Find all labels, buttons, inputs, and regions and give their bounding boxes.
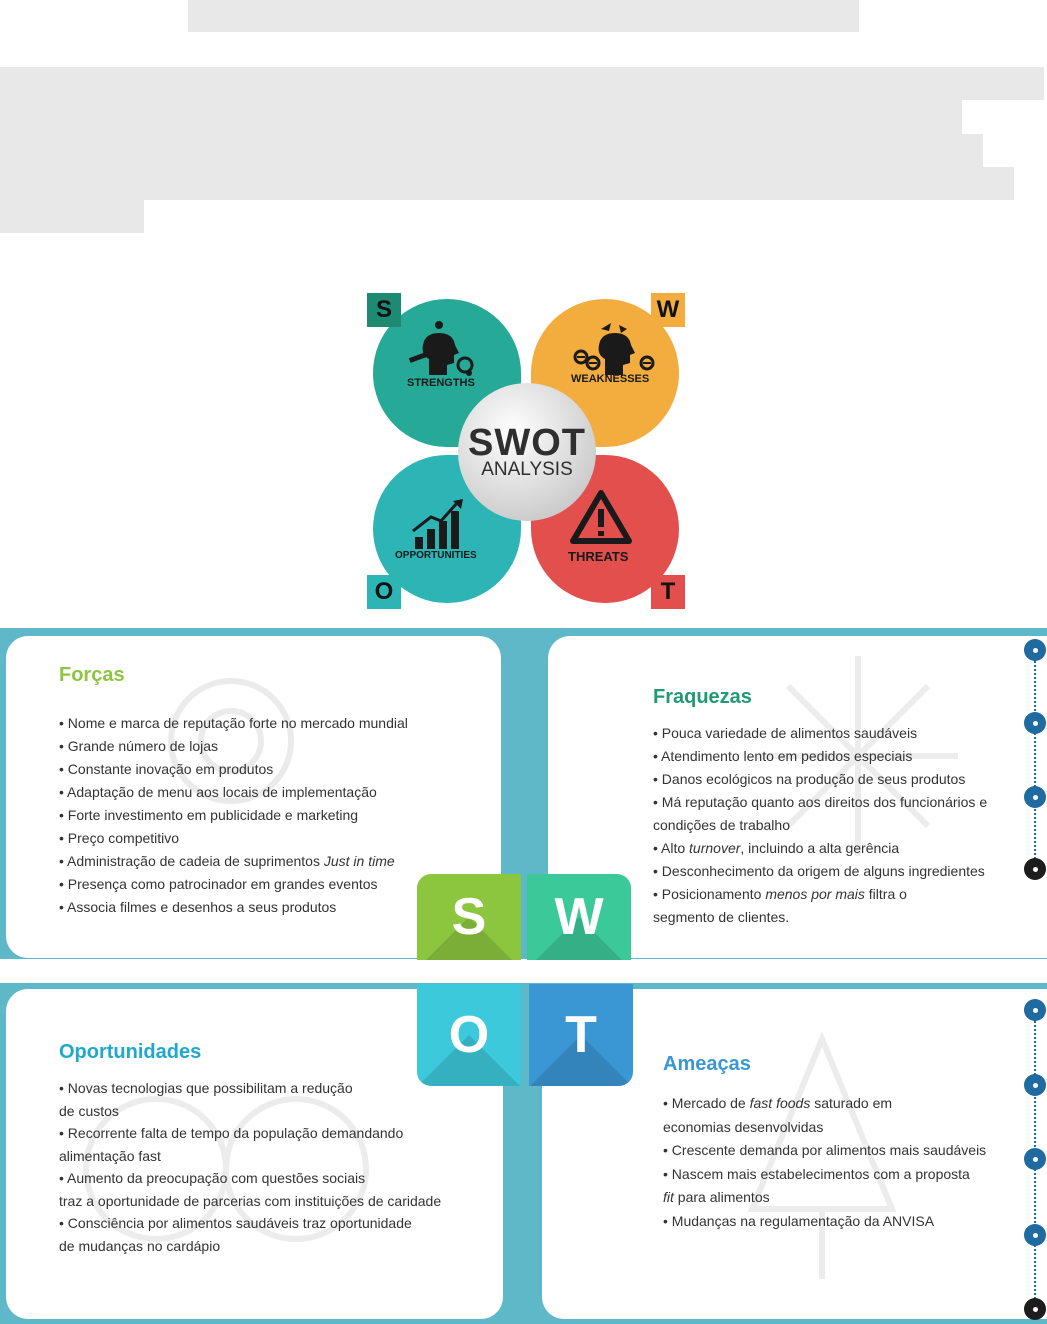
forcas-list: Nome e marca de reputação forte no merca… (59, 712, 408, 919)
list-item: Grande número de lojas (59, 735, 408, 758)
fraquezas-card: Fraquezas Pouca variedade de alimentos s… (548, 636, 1047, 958)
list-line: alimentação fast (59, 1147, 161, 1164)
swot-title: SWOT (468, 422, 586, 464)
tile-o-letter: O (448, 1006, 490, 1064)
list-line: economias desenvolvidas (663, 1118, 824, 1135)
item-emphasis: Just in time (323, 853, 395, 869)
redacted-paragraph-line-3 (0, 134, 983, 167)
opportunities-label: OPPORTUNITIES (395, 550, 477, 561)
list-item: Má reputação quanto aos direitos dos fun… (653, 791, 987, 814)
list-item: Alto turnover, incluindo a alta gerência (653, 837, 987, 860)
list-line: • Crescente demanda por alimentos mais s… (663, 1142, 987, 1158)
fraquezas-list: Pouca variedade de alimentos saudáveis A… (653, 722, 987, 929)
fraquezas-title: Fraquezas (653, 686, 752, 708)
list-item: Adaptação de menu aos locais de implemen… (59, 781, 408, 804)
item-emphasis: menos por mais (765, 886, 865, 902)
ameacas-title: Ameaças (663, 1053, 751, 1075)
list-item-continuation: condições de trabalho (653, 817, 790, 833)
item-emphasis: fast foods (749, 1095, 811, 1111)
letter-t-box: T (651, 575, 685, 609)
letter-w-box: W (651, 293, 685, 327)
timeline-node (1024, 1224, 1046, 1246)
timeline-node (1024, 1148, 1046, 1170)
item-text: saturado em (810, 1095, 893, 1111)
list-line: • Mercado de fast foods saturado em (663, 1092, 986, 1116)
timeline-node (1024, 786, 1046, 808)
list-line: traz a oportunidade de parcerias com ins… (59, 1192, 442, 1209)
item-text: filtra o (864, 886, 907, 902)
tile-s-letter: S (451, 888, 487, 946)
person-stress-icon (573, 323, 655, 375)
warning-icon (570, 490, 632, 544)
list-line: de custos (59, 1102, 119, 1119)
tile-t-letter: T (565, 1006, 597, 1064)
list-item: Associa filmes e desenhos a seus produto… (59, 896, 408, 919)
item-text: Administração de cadeia de suprimentos (67, 853, 324, 869)
ameacas-list: • Mercado de fast foods saturado em econ… (663, 1092, 986, 1233)
forcas-title: Forças (59, 664, 125, 686)
tile-s: S (417, 874, 521, 960)
timeline-node (1024, 999, 1046, 1021)
redacted-paragraph-line-5 (0, 200, 144, 233)
tile-t: T (529, 984, 633, 1086)
timeline-trophy-icon (1024, 1298, 1046, 1320)
decorative-rocket-icon (747, 1031, 897, 1279)
item-text: Alto (661, 840, 690, 856)
list-item: Constante inovação em produtos (59, 758, 408, 781)
timeline-node (1024, 639, 1046, 661)
list-item: Posicionamento menos por mais filtra o (653, 883, 987, 906)
list-line: de mudanças no cardápio (59, 1237, 221, 1254)
letter-s-box: S (367, 293, 401, 327)
decorative-circles-icon (83, 1096, 369, 1242)
list-line: • Nascem mais estabelecimentos com a pro… (663, 1165, 970, 1182)
redacted-paragraph-line-4 (0, 167, 1014, 200)
ameacas-card: Ameaças • Mercado de fast foods saturado… (542, 989, 1047, 1319)
swot-center-circle: SWOT ANALYSIS (458, 383, 596, 521)
list-item: Pouca variedade de alimentos saudáveis (653, 722, 987, 745)
swot-analysis-logo: S W O T STRENGTHS WEAKNESSES OPPORTUNITI… (367, 293, 685, 609)
oportunidades-title: Oportunidades (59, 1041, 202, 1063)
list-line: • Mudanças na regulamentação da ANVISA (663, 1212, 935, 1229)
redacted-title-bar (188, 0, 859, 32)
list-line: • Recorrente falta de tempo da população… (59, 1125, 404, 1141)
redacted-paragraph-line-2 (0, 100, 962, 134)
timeline-node (1024, 712, 1046, 734)
oportunidades-list: • Novas tecnologias que possibilitam a r… (59, 1077, 441, 1257)
growth-chart-icon (412, 499, 463, 549)
person-gear-icon (408, 321, 474, 376)
list-line: • Novas tecnologias que possibilitam a r… (59, 1080, 353, 1096)
threats-label: THREATS (568, 549, 629, 564)
item-text: Posicionamento (661, 886, 766, 902)
timeline-line-top (1034, 650, 1038, 870)
tile-w-letter: W (554, 888, 604, 946)
item-text: • Mercado de (663, 1095, 750, 1111)
strengths-label: STRENGTHS (407, 377, 475, 389)
item-text: para alimentos (673, 1189, 770, 1205)
list-item: Preço competitivo (59, 827, 408, 850)
list-item: Desconhecimento da origem de alguns ingr… (653, 860, 987, 883)
list-item-continuation: segmento de clientes. (653, 909, 790, 925)
list-line: fit para alimentos (663, 1186, 986, 1210)
tile-o: O (417, 984, 521, 1086)
redacted-paragraph-line-1 (0, 67, 1044, 100)
analysis-subtitle: ANALYSIS (481, 459, 573, 480)
weaknesses-label: WEAKNESSES (571, 373, 650, 385)
list-item: Nome e marca de reputação forte no merca… (59, 712, 408, 735)
item-text: , incluindo a alta gerência (740, 840, 900, 856)
tile-w: W (527, 874, 631, 960)
list-item: Administração de cadeia de suprimentos J… (59, 850, 408, 873)
item-emphasis: fit (663, 1189, 674, 1205)
item-emphasis: turnover (689, 840, 741, 856)
list-item: Presença como patrocinador em grandes ev… (59, 873, 408, 896)
letter-o-box: O (367, 575, 401, 609)
list-item: Forte investimento em publicidade e mark… (59, 804, 408, 827)
timeline-node (1024, 1074, 1046, 1096)
timeline-trophy-icon (1024, 858, 1046, 880)
list-line: • Aumento da preocupação com questões so… (59, 1170, 366, 1186)
list-item: Atendimento lento em pedidos especiais (653, 745, 987, 768)
list-line: • Consciência por alimentos saudáveis tr… (59, 1215, 412, 1231)
list-item: Danos ecológicos na produção de seus pro… (653, 768, 987, 791)
